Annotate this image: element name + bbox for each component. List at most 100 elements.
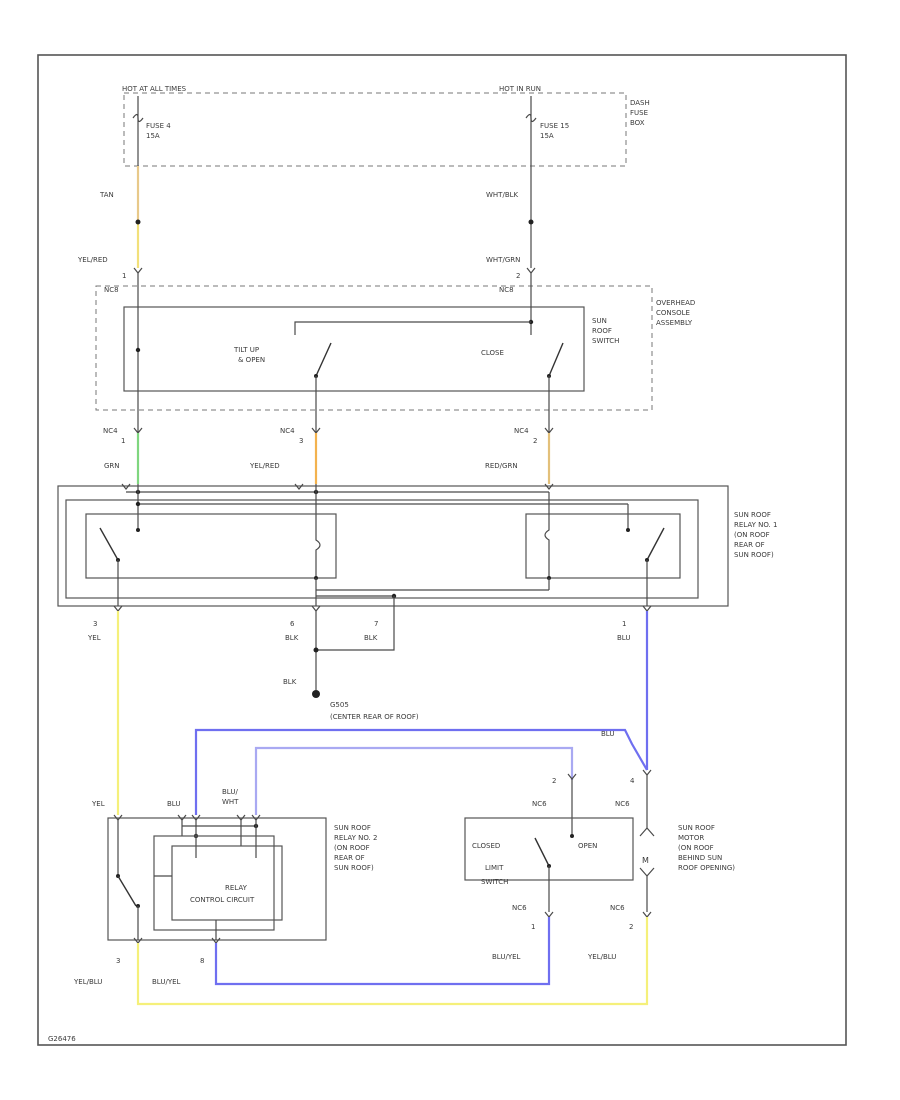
limit-open-label: OPEN xyxy=(578,842,597,850)
nc6-d-label: NC6 xyxy=(610,904,625,912)
yel-wire-label: YEL xyxy=(87,634,101,642)
blu-wht-wire xyxy=(254,746,574,815)
relay-1-pin-7: 7 xyxy=(374,620,378,628)
motor-label-4: BEHIND SUN xyxy=(678,854,722,862)
relay-1-right-blade xyxy=(646,527,665,561)
tilt-switch-blade xyxy=(315,342,332,377)
relay-1-left-section xyxy=(85,513,337,579)
nc6-c-chevron xyxy=(544,911,554,918)
relay-1-pin-c xyxy=(544,483,554,490)
blu-yel-label-2: BLU/YEL xyxy=(492,953,521,961)
overhead-console-assembly: OVERHEAD CONSOLE ASSEMBLY SUN ROOF SWITC… xyxy=(95,273,695,412)
close-switch-blade xyxy=(548,342,564,377)
nc4-left-pin: 1 xyxy=(121,437,125,445)
nc4-left-label: NC4 xyxy=(103,427,118,435)
limit-switch-label-1: LIMIT xyxy=(485,864,504,872)
motor-pin-4-chevron xyxy=(642,769,652,776)
relay-1-pin-a xyxy=(121,483,131,490)
motor-symbol: M xyxy=(642,856,649,865)
diagram-frame xyxy=(37,54,847,1046)
relay-1-left-blade xyxy=(99,527,119,561)
motor-label-2: MOTOR xyxy=(678,834,704,842)
relay-1-pin-1: 1 xyxy=(622,620,626,628)
fuse-4-label: FUSE 4 xyxy=(146,122,171,130)
sun-roof-switch-label-3: SWITCH xyxy=(592,337,619,345)
relay-2-label-4: REAR OF xyxy=(334,854,365,862)
relay-2-label-1: SUN ROOF xyxy=(334,824,371,832)
red-grn-wire-label: RED/GRN xyxy=(485,462,518,470)
blu-wire-label-1: BLU xyxy=(617,634,630,642)
overhead-label-3: ASSEMBLY xyxy=(656,319,693,327)
connector-nc8-left-pin: 1 xyxy=(122,272,126,280)
tilt-up-label-2: & OPEN xyxy=(238,356,265,364)
fuse-15-rating: 15A xyxy=(540,132,554,140)
relay-2-blade xyxy=(117,875,137,907)
overhead-label-2: CONSOLE xyxy=(656,309,690,317)
relay-1-label-1: SUN ROOF xyxy=(734,511,771,519)
fuse-4-rating: 15A xyxy=(146,132,160,140)
nc6-d-chevron xyxy=(642,911,652,918)
relay-control-label-2: CONTROL CIRCUIT xyxy=(190,896,255,904)
connector-nc8-right: NC8 xyxy=(499,286,514,294)
tan-wire-label: TAN xyxy=(99,191,114,199)
relay-1-outer xyxy=(57,485,729,607)
relay-1-right-section xyxy=(525,513,681,579)
relay-1-pin-b xyxy=(294,483,304,490)
sun-roof-switch-label-2: ROOF xyxy=(592,327,612,335)
relay-control-circuit-box xyxy=(171,845,283,921)
relay-1-inner-frame xyxy=(65,499,699,599)
limit-switch-label-2: SWITCH xyxy=(481,878,508,886)
relay-2-label-2: RELAY NO. 2 xyxy=(334,834,377,842)
sun-roof-relay-2: SUN ROOF RELAY NO. 2 (ON ROOF REAR OF SU… xyxy=(107,814,377,944)
blu-yel-return-wire xyxy=(214,917,551,986)
blk-splice xyxy=(313,647,319,653)
wht-blk-wire-label: WHT/BLK xyxy=(486,191,519,199)
tan-splice xyxy=(135,219,141,225)
relay-1-pin-6: 6 xyxy=(290,620,295,628)
relay-1-second-node xyxy=(135,501,141,507)
relay-1-right-fixed xyxy=(626,528,630,532)
relay-2-pin-3: 3 xyxy=(116,957,120,965)
yel-blu-return-wire xyxy=(136,917,649,1006)
ground-location: (CENTER REAR OF ROOF) xyxy=(330,713,419,721)
relay-1-label-5: SUN ROOF) xyxy=(734,551,774,559)
relay-1-right-coil xyxy=(544,492,550,578)
wht-grn-wire-label: WHT/GRN xyxy=(486,256,520,264)
nc4-mid-label: NC4 xyxy=(280,427,295,435)
connector-nc8-left: NC8 xyxy=(104,286,119,294)
yel-wire-label-2: YEL xyxy=(91,800,105,808)
wht-blk-splice xyxy=(528,219,534,225)
motor-label-1: SUN ROOF xyxy=(678,824,715,832)
sun-roof-switch-box xyxy=(123,306,585,392)
ground-g505 xyxy=(312,690,320,698)
blk-wire-pin-7 xyxy=(316,614,395,651)
switch-node-left xyxy=(135,347,141,353)
limit-closed-label: CLOSED xyxy=(472,842,500,850)
motor-label-5: ROOF OPENING) xyxy=(678,864,735,872)
close-label: CLOSE xyxy=(481,349,504,357)
relay-1-label-4: REAR OF xyxy=(734,541,765,549)
limit-switch-top-contact xyxy=(570,834,574,838)
relay-control-label-1: RELAY xyxy=(225,884,248,892)
grn-wire-label: GRN xyxy=(104,462,120,470)
relay-2-label-3: (ON ROOF xyxy=(334,844,370,852)
nc6-a-label: NC6 xyxy=(532,800,547,808)
yel-blu-label-1: YEL/BLU xyxy=(73,978,102,986)
motor-pin-4: 4 xyxy=(630,777,635,785)
relay-2-inner-frame xyxy=(153,835,275,931)
diagram-code: G26476 xyxy=(48,1035,76,1043)
nc6-b-label: NC6 xyxy=(615,800,630,808)
ground-name: G505 xyxy=(330,701,349,709)
relay-1-pin-6-chevron xyxy=(311,605,321,612)
limit-switch-blade xyxy=(534,837,550,867)
overhead-label-1: OVERHEAD xyxy=(656,299,695,307)
fuse-15-label: FUSE 15 xyxy=(540,122,569,130)
connector-left-chevron xyxy=(133,267,143,274)
nc4-mid-pin: 3 xyxy=(299,437,303,445)
dash-fuse-box-name-3: BOX xyxy=(630,119,645,127)
relay-2-pin-8: 8 xyxy=(200,957,204,965)
dash-fuse-box-name-2: FUSE xyxy=(630,109,648,117)
nc4-right-label: NC4 xyxy=(514,427,529,435)
blk-wire-label-1: BLK xyxy=(285,634,299,642)
